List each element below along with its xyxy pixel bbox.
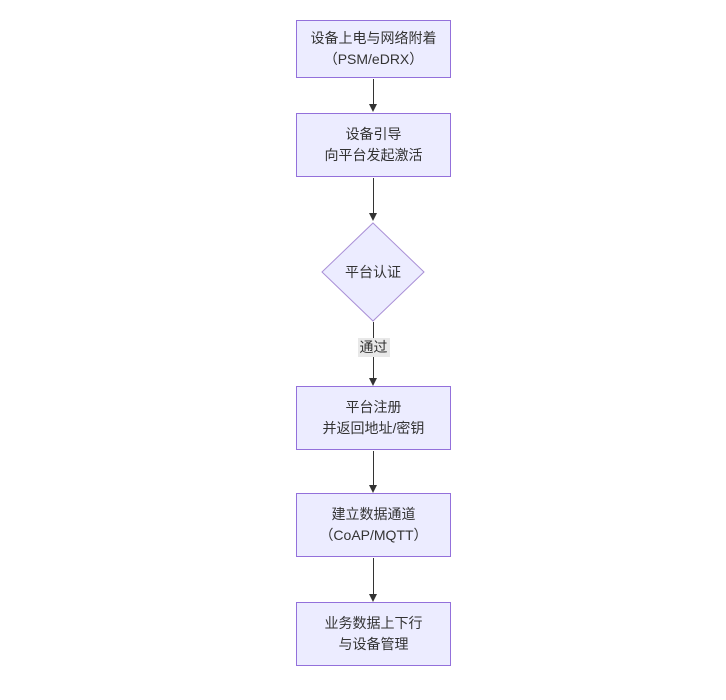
node-label: 业务数据上下行 xyxy=(324,615,423,631)
arrowhead-down-icon xyxy=(369,378,377,386)
node-platform-auth: 平台认证 xyxy=(321,222,425,322)
arrowhead-down-icon xyxy=(369,485,377,493)
edge-label-pass: 通过 xyxy=(357,338,390,357)
edge-bootstrap-to-auth xyxy=(368,178,379,221)
edge-register-to-channel xyxy=(368,451,379,493)
edge-line xyxy=(373,451,374,486)
node-data-channel: 建立数据通道 （CoAP/MQTT） xyxy=(296,493,451,557)
arrowhead-down-icon xyxy=(369,594,377,602)
arrowhead-down-icon xyxy=(369,104,377,112)
node-label: （CoAP/MQTT） xyxy=(319,527,428,543)
node-label: 设备上电与网络附着 xyxy=(310,30,437,46)
edge-line xyxy=(373,178,374,214)
diamond-shape xyxy=(321,222,425,322)
node-power-network-attach: 设备上电与网络附着 （PSM/eDRX） xyxy=(296,20,451,78)
node-label: 平台注册 xyxy=(345,399,402,415)
edge-channel-to-business xyxy=(368,558,379,602)
node-platform-register: 平台注册 并返回地址/密钥 xyxy=(296,386,451,450)
node-label: 建立数据通道 xyxy=(331,506,416,522)
node-device-bootstrap: 设备引导 向平台发起激活 xyxy=(296,113,451,177)
node-business-data: 业务数据上下行 与设备管理 xyxy=(296,602,451,666)
node-label: 向平台发起激活 xyxy=(324,147,423,163)
node-label: 与设备管理 xyxy=(338,636,409,652)
node-label: 并返回地址/密钥 xyxy=(322,420,425,436)
node-label: 平台认证 xyxy=(345,264,401,280)
edge-line xyxy=(373,79,374,105)
edge-power-to-bootstrap xyxy=(368,79,379,112)
arrowhead-down-icon xyxy=(369,213,377,221)
edge-auth-to-register: 通过 xyxy=(357,322,390,386)
node-label: （PSM/eDRX） xyxy=(323,51,424,67)
edge-line xyxy=(373,558,374,595)
node-label: 设备引导 xyxy=(345,126,402,142)
